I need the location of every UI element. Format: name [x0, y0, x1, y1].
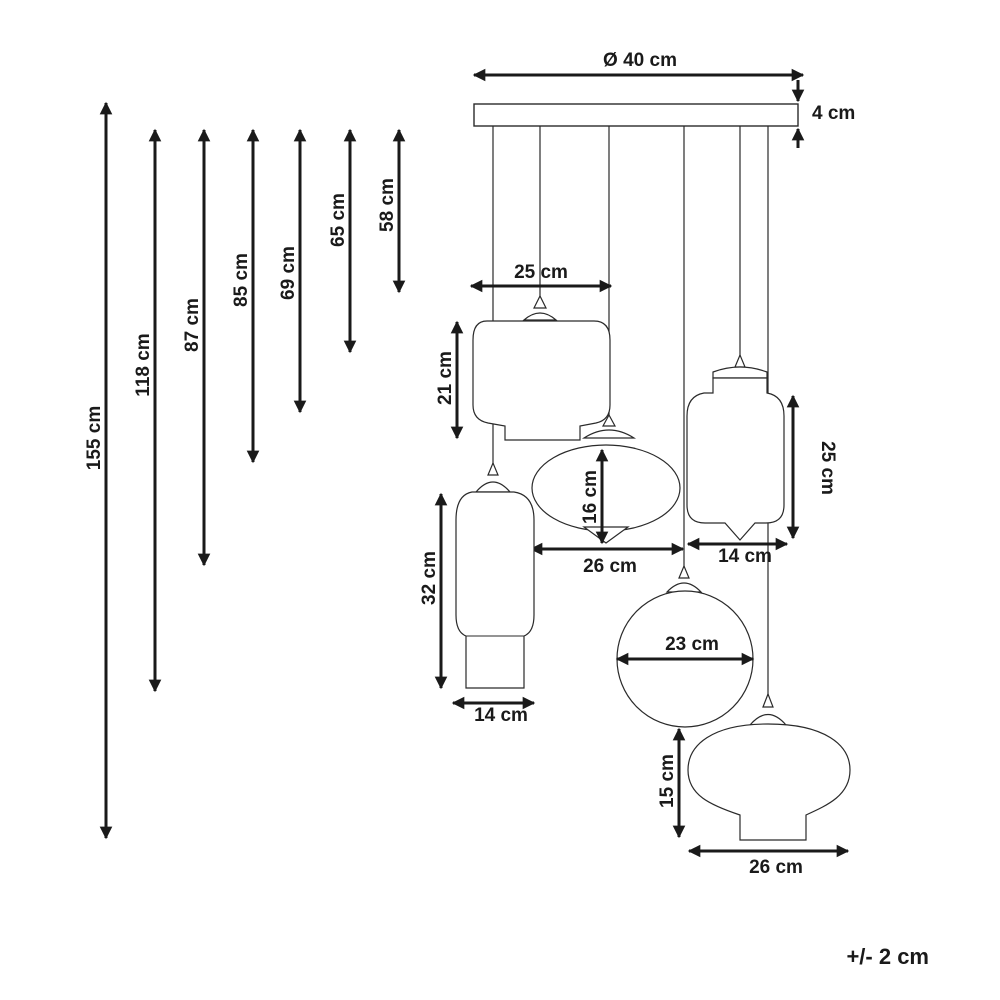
- canopy-diameter-label: Ø 40 cm: [603, 50, 677, 71]
- shade-f-height-label: 15 cm: [657, 754, 678, 808]
- shade-a-width-label: 25 cm: [514, 262, 568, 283]
- drop-label-65: 65 cm: [328, 193, 349, 247]
- shade-c: [686, 353, 785, 541]
- drop-label-58: 58 cm: [377, 178, 398, 232]
- drop-label-85: 85 cm: [231, 253, 252, 307]
- shade-b-width-label: 26 cm: [583, 556, 637, 577]
- shade-d-height-label: 32 cm: [419, 551, 440, 605]
- shade-d-width-label: 14 cm: [474, 705, 528, 726]
- drop-label-155: 155 cm: [84, 406, 105, 470]
- shade-a-height-label: 21 cm: [435, 351, 456, 405]
- shade-e-width-label: 23 cm: [665, 634, 719, 655]
- shade-c-height-label: 25 cm: [817, 441, 838, 495]
- canopy-height-label: 4 cm: [812, 103, 855, 124]
- shade-b-height-label: 16 cm: [580, 470, 601, 524]
- drop-label-118: 118 cm: [133, 333, 154, 396]
- drop-label-69: 69 cm: [278, 246, 299, 300]
- shade-a: [472, 294, 611, 441]
- tolerance-note: +/- 2 cm: [846, 944, 929, 969]
- shade-f-width-label: 26 cm: [749, 857, 803, 878]
- canopy-plate: [473, 103, 799, 127]
- drop-label-87: 87 cm: [182, 298, 203, 352]
- shade-d: [455, 461, 535, 689]
- shade-c-width-label: 14 cm: [718, 546, 772, 567]
- shade-f: [687, 692, 851, 841]
